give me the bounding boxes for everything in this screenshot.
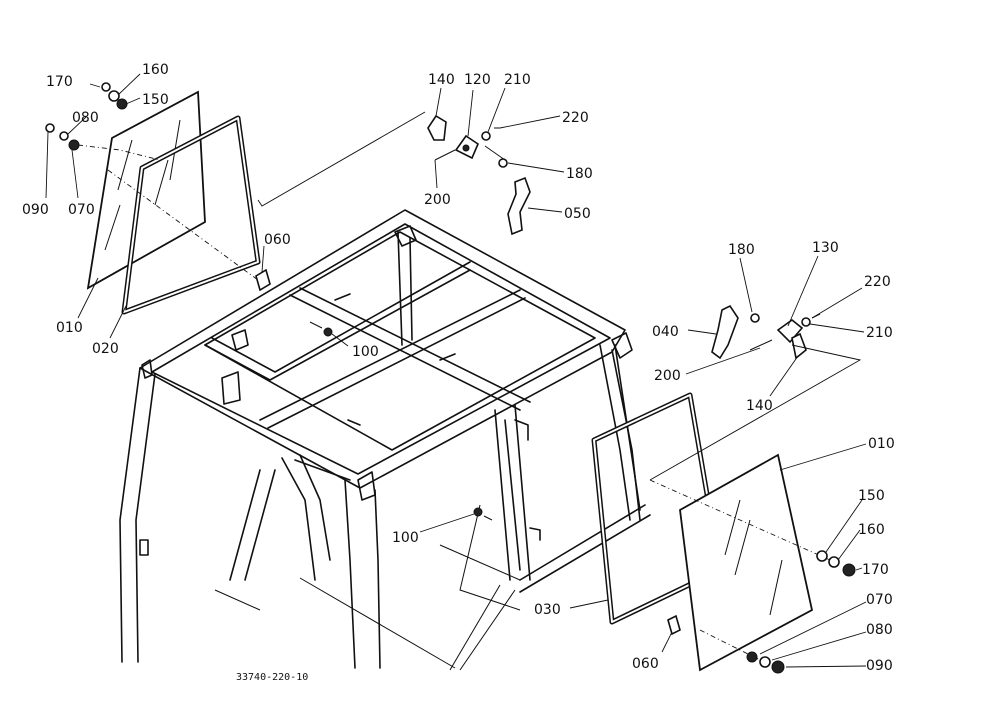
callout-070-left: 070 [68, 202, 95, 218]
callout-210-top: 210 [504, 72, 531, 88]
callout-060-lower: 060 [632, 656, 659, 672]
left-window-assembly [45, 82, 261, 315]
right-glass-panel [679, 453, 814, 672]
callout-220-right: 220 [864, 274, 891, 290]
callout-150-right: 150 [858, 488, 885, 504]
callout-080-left: 080 [72, 110, 99, 126]
callout-020-left: 020 [92, 341, 119, 357]
callout-080-right: 080 [866, 622, 893, 638]
right-window-assembly [255, 268, 856, 674]
callout-160-right: 160 [858, 522, 885, 538]
callout-060-left: 060 [264, 232, 291, 248]
upper-hinge-assembly [257, 111, 531, 236]
callout-010-left: 010 [56, 320, 83, 336]
callout-labels: 170 160 150 080 090 070 010 020 060 100 … [22, 62, 895, 683]
callout-120-top: 120 [464, 72, 491, 88]
callout-160-left: 160 [142, 62, 169, 78]
callout-140-top: 140 [428, 72, 455, 88]
cab-frame [119, 209, 651, 671]
right-hinge-assembly [649, 304, 862, 481]
callout-200-top: 200 [424, 192, 451, 208]
left-glass-panel [86, 90, 206, 290]
callout-200-right: 200 [654, 368, 681, 384]
callout-010-right: 010 [868, 436, 895, 452]
callout-220-top: 220 [562, 110, 589, 126]
callout-130-right: 130 [812, 240, 839, 256]
bolts [309, 321, 493, 521]
callout-040-right: 040 [652, 324, 679, 340]
callout-100-lower: 100 [392, 530, 419, 546]
callout-100-left: 100 [352, 344, 379, 360]
callout-140-right: 140 [746, 398, 773, 414]
callout-090-right: 090 [866, 658, 893, 674]
callout-170-right: 170 [862, 562, 889, 578]
drawing-code: 33740-220-10 [236, 672, 308, 683]
callout-050-top: 050 [564, 206, 591, 222]
leader-lines [45, 73, 867, 668]
callout-090-left: 090 [22, 202, 49, 218]
callout-030-lower: 030 [534, 602, 561, 618]
callout-180-top: 180 [566, 166, 593, 182]
callout-150-left: 150 [142, 92, 169, 108]
callout-180-right: 180 [728, 242, 755, 258]
callout-210-right: 210 [866, 325, 893, 341]
callout-070-right: 070 [866, 592, 893, 608]
callout-170-left: 170 [46, 74, 73, 90]
